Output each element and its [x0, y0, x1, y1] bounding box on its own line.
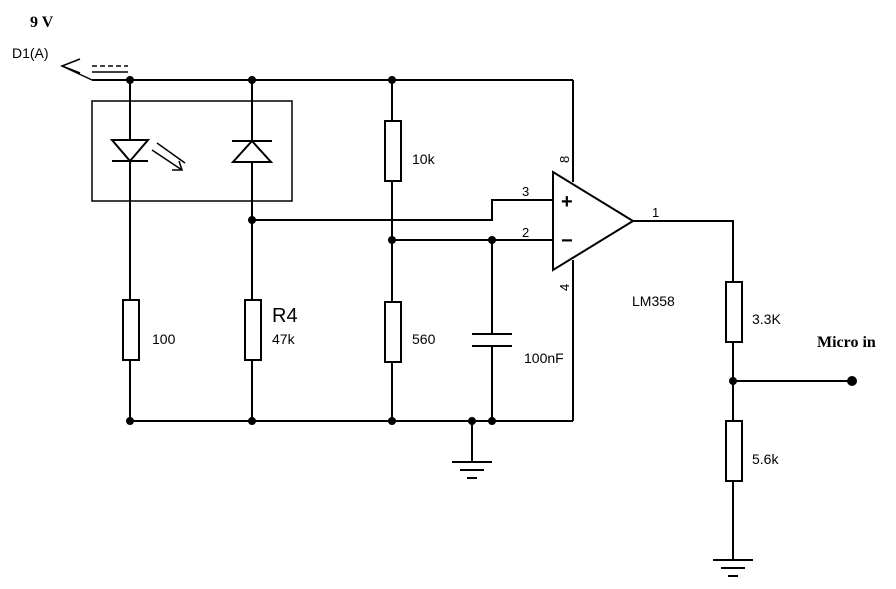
resistor-560-label: 560 [412, 331, 436, 347]
resistor-led [122, 299, 140, 361]
supply-voltage-label: 9 V [30, 14, 54, 31]
resistor-10k-label: 10k [412, 151, 436, 167]
resistor-r4-value: 47k [272, 331, 296, 347]
connector-label: D1(A) [12, 45, 49, 61]
opamp-pin-out: 1 [652, 205, 659, 220]
resistor-led-label: 100 [152, 331, 176, 347]
ground-icon [452, 421, 492, 479]
resistor-560 [384, 301, 402, 363]
opamp-pin-plus: 3 [522, 184, 529, 199]
opamp-part-label: LM358 [632, 293, 675, 309]
opamp-minus-sign: − [561, 230, 573, 252]
opamp-pin-vcc: 8 [557, 156, 572, 163]
optocoupler-box [91, 100, 293, 202]
resistor-3k3 [725, 281, 743, 343]
opamp-plus-sign: + [561, 191, 573, 213]
resistor-r4-name: R4 [272, 305, 298, 327]
opamp-pin-minus: 2 [522, 225, 529, 240]
opamp-symbol [552, 170, 635, 272]
led-icon [109, 139, 186, 171]
photodiode-icon [230, 139, 274, 163]
junction-dots [126, 76, 737, 425]
ground-icon-output [713, 559, 753, 577]
resistor-10k [384, 120, 402, 182]
resistor-5k6-label: 5.6k [752, 451, 779, 467]
opamp-pin-gnd: 4 [557, 284, 572, 291]
resistor-3k3-label: 3.3K [752, 311, 781, 327]
capacitor-icon [472, 333, 512, 347]
resistor-r4 [244, 299, 262, 361]
plus-input-wire [252, 199, 553, 221]
micro-in-terminal [847, 376, 857, 386]
opamp-output-wire [633, 220, 734, 282]
connector-symbol [59, 58, 128, 81]
capacitor-label: 100nF [524, 350, 564, 366]
micro-in-label: Micro in [817, 334, 876, 351]
resistor-5k6 [725, 420, 743, 482]
